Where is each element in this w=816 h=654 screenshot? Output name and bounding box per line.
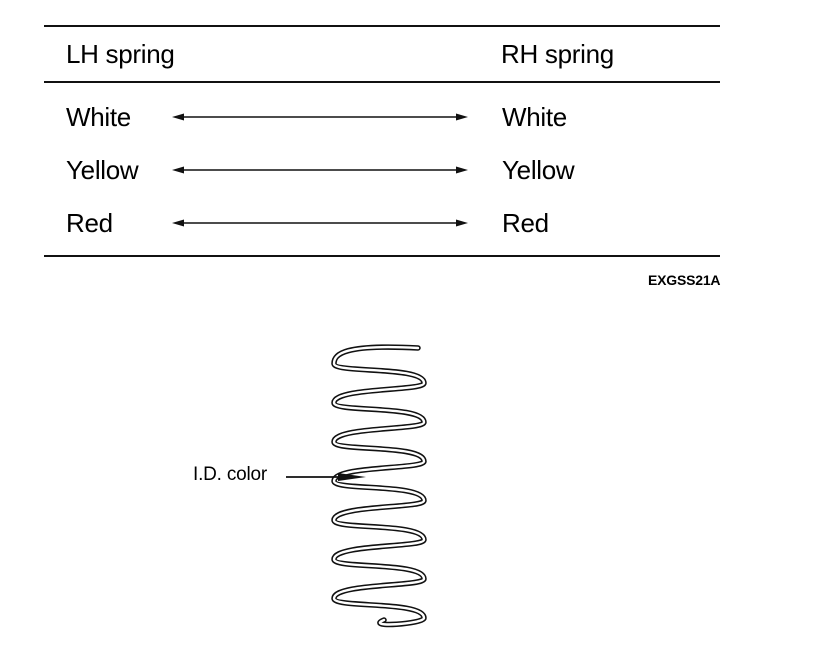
- lh-spring-header: LH spring: [66, 39, 175, 69]
- table-row: White White: [0, 99, 816, 135]
- double-arrow-icon: [172, 166, 468, 174]
- rh-color-label: White: [502, 102, 567, 132]
- lh-color-label: Yellow: [66, 155, 139, 185]
- callout-leader-line: [286, 473, 366, 481]
- lh-color-label: White: [66, 102, 131, 132]
- coil-spring-icon: [331, 344, 427, 628]
- double-arrow-icon: [172, 113, 468, 121]
- rh-color-label: Yellow: [502, 155, 575, 185]
- table-row: Red Red: [0, 205, 816, 241]
- rh-spring-header: RH spring: [501, 39, 614, 69]
- figure-code: EXGSS21A: [648, 272, 721, 288]
- table-top-rule: [44, 25, 720, 27]
- spring-coil-path: [332, 345, 426, 626]
- rh-color-label: Red: [502, 208, 549, 238]
- lh-color-label: Red: [66, 208, 113, 238]
- id-color-callout-label: I.D. color: [193, 464, 268, 485]
- table-header-rule: [44, 81, 720, 83]
- double-arrow-icon: [172, 219, 468, 227]
- table-bottom-rule: [44, 255, 720, 257]
- table-row: Yellow Yellow: [0, 152, 816, 188]
